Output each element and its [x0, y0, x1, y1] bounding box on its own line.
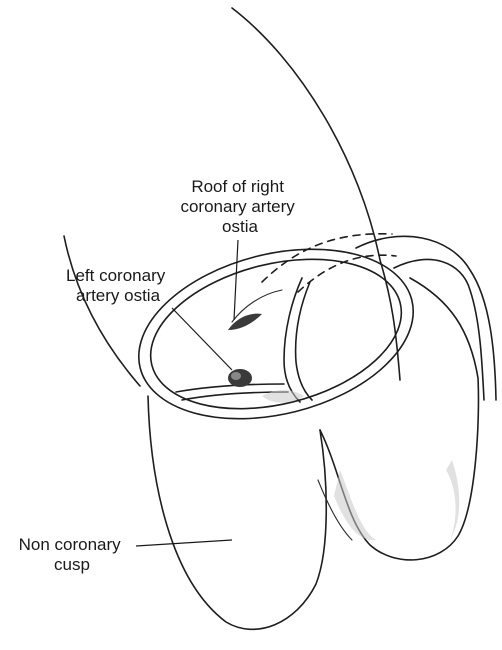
cusp-shadow-2 — [446, 460, 459, 540]
right-coronary-artery-upper — [356, 236, 496, 400]
commissure-upper-inner — [296, 282, 312, 400]
non-coronary-cusp-outline — [148, 396, 326, 629]
leader-roof-right — [234, 240, 238, 320]
cusp-shadow-1 — [334, 470, 376, 540]
leader-non-coronary — [136, 540, 232, 546]
label-roof-right-coronary: Roof of right coronary artery ostia — [180, 177, 299, 236]
right-cusp-outline — [320, 278, 478, 560]
right-coronary-ostium — [228, 314, 262, 330]
dashed-ostium-line-2 — [298, 255, 396, 292]
label-non-coronary-cusp: Non coronary cusp — [19, 535, 126, 574]
annulus-inner-ring — [135, 235, 417, 433]
commissure-upper — [284, 278, 302, 402]
label-left-coronary-ostia: Left coronary artery ostia — [66, 266, 170, 305]
left-ostium-highlight — [231, 372, 241, 380]
commissure-left — [176, 384, 284, 392]
aortic-wall-left-curve — [64, 236, 140, 386]
leader-left-ostia — [172, 308, 232, 370]
right-coronary-artery-lower — [394, 259, 484, 400]
